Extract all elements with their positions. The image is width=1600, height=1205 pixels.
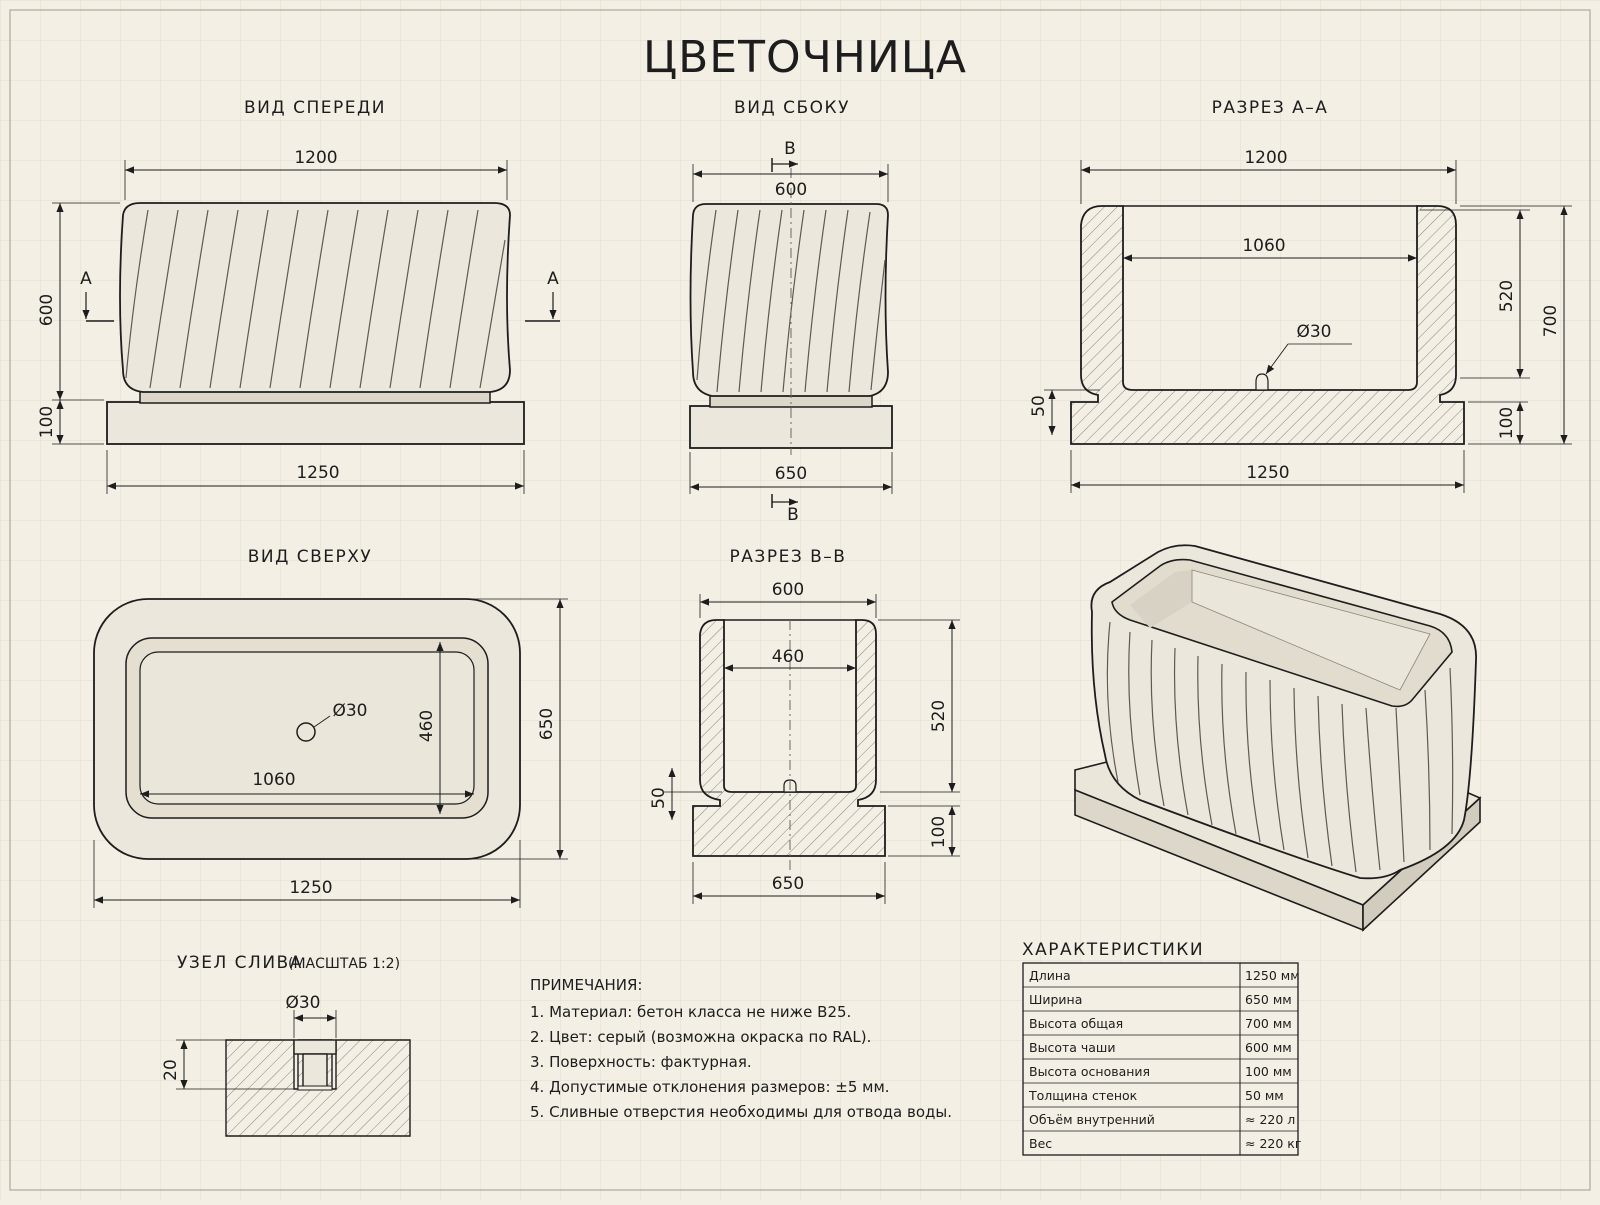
spec-label: Высота основания: [1029, 1064, 1150, 1079]
top-dim-inner-length: 1060: [252, 770, 295, 790]
front-dim-width-top: 1200: [294, 148, 337, 168]
side-dim-width-base: 650: [775, 464, 807, 484]
note-item: 3. Поверхность: фактурная.: [530, 1053, 752, 1071]
section-aa-dim-drain: Ø30: [1296, 322, 1331, 342]
spec-value: 100 мм: [1245, 1064, 1292, 1079]
section-marker-b-bottom: В: [787, 505, 799, 525]
top-dim-inner-width: 460: [417, 710, 437, 742]
section-aa-drain: [1255, 373, 1269, 391]
top-bowl-floor: [139, 651, 475, 805]
spec-label: Вес: [1029, 1136, 1052, 1151]
drain-detail-title: УЗЕЛ СЛИВА: [177, 953, 303, 973]
side-view-title: ВИД СБОКУ: [734, 98, 850, 118]
note-item: 4. Допустимые отклонения размеров: ±5 мм…: [530, 1078, 890, 1096]
drain-detail: УЗЕЛ СЛИВА (МАСШТАБ 1:2) Ø30 20: [161, 953, 411, 1137]
front-dim-width-base: 1250: [296, 463, 339, 483]
spec-value: 700 мм: [1245, 1016, 1292, 1031]
top-view: ВИД СВЕРХУ Ø30 460 1060 650 1250: [93, 547, 568, 908]
section-bb-dim-outer: 600: [772, 580, 804, 600]
front-dim-base-height: 100: [37, 406, 57, 438]
top-view-title: ВИД СВЕРХУ: [248, 547, 373, 567]
top-dim-outer-length: 1250: [289, 878, 332, 898]
front-base: [106, 401, 525, 445]
section-bb-view: РАЗРЕЗ В–В 600 460 520 100 50 650: [649, 547, 960, 904]
specs-table: ХАРАКТЕРИСТИКИ Длина 1250 мм Ширина 650 …: [1022, 940, 1301, 1156]
section-bb-dim-bottom: 50: [649, 787, 669, 809]
notes-heading: ПРИМЕЧАНИЯ:: [530, 976, 643, 994]
drawing-title: ЦВЕТОЧНИЦА: [643, 32, 967, 83]
section-aa-dim-base-width: 1250: [1246, 463, 1289, 483]
drain-detail-scale: (МАСШТАБ 1:2): [288, 956, 400, 972]
front-flutes: [125, 209, 506, 389]
drain-detail-depth: 20: [161, 1059, 181, 1081]
spec-value: ≈ 220 л: [1245, 1112, 1295, 1127]
side-dim-width-top: 600: [775, 180, 807, 200]
notes-block: ПРИМЕЧАНИЯ: 1. Материал: бетон класса не…: [530, 976, 952, 1121]
top-dim-outer-width: 650: [537, 708, 557, 740]
isometric-view: [1074, 544, 1482, 932]
section-marker-a-right: А: [547, 269, 559, 289]
specs-heading: ХАРАКТЕРИСТИКИ: [1022, 940, 1204, 960]
spec-label: Высота общая: [1029, 1016, 1123, 1031]
side-bowl: [689, 203, 889, 397]
section-aa-dim-total-height: 700: [1541, 305, 1561, 337]
section-aa-dim-base: 100: [1497, 407, 1517, 439]
note-item: 5. Сливные отверстия необходимы для отво…: [530, 1103, 952, 1121]
spec-label: Длина: [1029, 968, 1071, 983]
section-bb-dim-base-width: 650: [772, 874, 804, 894]
section-bb-dim-depth: 520: [929, 700, 949, 732]
section-bb-shape: [692, 619, 886, 857]
front-dim-bowl-height: 600: [37, 294, 57, 326]
spec-value: 600 мм: [1245, 1040, 1292, 1055]
spec-label: Толщина стенок: [1028, 1088, 1138, 1103]
section-aa-dim-inner-depth: 520: [1497, 280, 1517, 312]
section-bb-dim-base: 100: [929, 816, 949, 848]
section-aa-view: РАЗРЕЗ А–А 1200 1060 Ø30 520 700 100 50 …: [1029, 98, 1572, 493]
section-aa-title: РАЗРЕЗ А–А: [1212, 98, 1329, 118]
front-view-title: ВИД СПЕРЕДИ: [244, 98, 386, 118]
spec-value: 650 мм: [1245, 992, 1292, 1007]
drain-fitting: [293, 1039, 337, 1055]
section-aa-dim-inner: 1060: [1242, 236, 1285, 256]
front-bowl: [119, 202, 511, 393]
side-view: ВИД СБОКУ 600 650 В В: [689, 98, 893, 525]
top-drain-hole: [296, 722, 316, 742]
section-bb-dim-inner: 460: [772, 647, 804, 667]
side-flutes: [696, 209, 886, 393]
note-item: 1. Материал: бетон класса не ниже В25.: [530, 1003, 851, 1021]
section-aa-dim-outer: 1200: [1244, 148, 1287, 168]
section-marker-a-left: А: [80, 269, 92, 289]
section-aa-dim-bottom: 50: [1029, 395, 1049, 417]
top-dim-drain: Ø30: [332, 701, 367, 721]
spec-label: Высота чаши: [1029, 1040, 1116, 1055]
section-aa-shape: [1070, 205, 1465, 445]
spec-value: ≈ 220 кг: [1245, 1136, 1301, 1151]
spec-value: 50 мм: [1245, 1088, 1284, 1103]
spec-label: Ширина: [1029, 992, 1082, 1007]
drain-detail-diameter: Ø30: [285, 993, 320, 1013]
section-bb-title: РАЗРЕЗ В–В: [730, 547, 847, 567]
iso-flutes: [1106, 621, 1454, 873]
spec-label: Объём внутренний: [1029, 1112, 1155, 1127]
note-item: 2. Цвет: серый (возможна окраска по RAL)…: [530, 1028, 871, 1046]
section-marker-b-top: В: [784, 139, 796, 159]
front-view: ВИД СПЕРЕДИ 1200 1250: [37, 98, 560, 494]
spec-value: 1250 мм: [1245, 968, 1300, 983]
